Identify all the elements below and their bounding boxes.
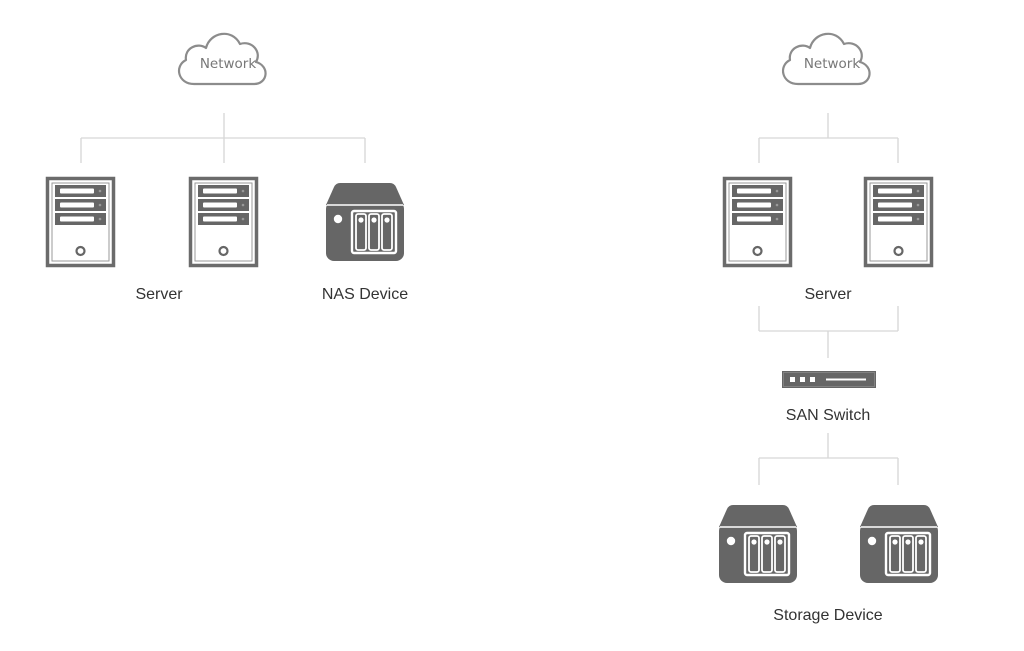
storage-device-node-2[interactable] <box>858 503 940 585</box>
switch-icon <box>781 370 877 389</box>
nas-topology: Network Server NAS Device <box>45 32 408 303</box>
san-server-node-2[interactable] <box>863 176 934 268</box>
server-node-2[interactable] <box>188 176 259 268</box>
network-cloud-left[interactable]: Network <box>177 32 267 86</box>
connector-network-to-servers-right <box>758 113 899 163</box>
network-cloud-right[interactable]: Network <box>781 32 871 86</box>
server-label-left: Server <box>135 286 183 303</box>
connector-network-to-nodes-left <box>80 113 366 163</box>
connector-switch-to-storage <box>758 433 899 485</box>
storage-device-label: Storage Device <box>773 607 882 624</box>
san-switch-node[interactable] <box>781 370 877 389</box>
server-icon <box>722 176 793 268</box>
nas-device-icon <box>324 181 406 263</box>
storage-device-node-1[interactable] <box>717 503 799 585</box>
server-label-right: Server <box>804 286 852 303</box>
storage-device-icon <box>858 503 940 585</box>
san-server-node-1[interactable] <box>722 176 793 268</box>
san-topology: Network Server SAN Switch <box>717 32 940 624</box>
nas-device-node[interactable] <box>324 181 406 263</box>
server-icon <box>45 176 116 268</box>
network-label: Network <box>804 56 861 72</box>
connector-servers-to-switch <box>758 306 899 358</box>
san-switch-label: SAN Switch <box>786 407 870 424</box>
storage-device-icon <box>717 503 799 585</box>
nas-device-label: NAS Device <box>322 286 408 303</box>
network-label: Network <box>200 56 257 72</box>
server-icon <box>863 176 934 268</box>
server-icon <box>188 176 259 268</box>
server-node-1[interactable] <box>45 176 116 268</box>
